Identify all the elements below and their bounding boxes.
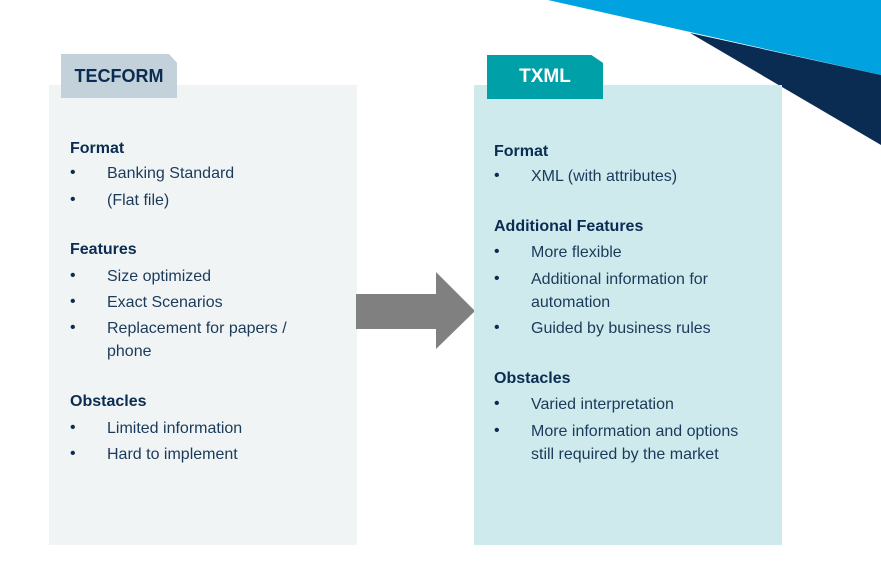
tecform-format-heading: Format [70, 140, 125, 157]
txml-features-heading: Additional Features [494, 218, 644, 235]
bullet-icon: • [70, 164, 76, 181]
tecform-title-tab: TECFORM [61, 54, 177, 98]
bullet-icon: • [70, 319, 76, 336]
txml-features-item: More flexible [531, 244, 622, 261]
tecform-features-item: Exact Scenarios [107, 294, 223, 311]
bullet-icon: • [494, 243, 500, 260]
corner-light-blue-shape [548, 0, 881, 75]
txml-features-item: Additional information for automation [531, 271, 708, 311]
tecform-format-item: (Flat file) [107, 192, 170, 209]
txml-panel [474, 85, 782, 545]
tecform-format-item: Banking Standard [107, 165, 235, 182]
corner-dark-navy-shape [690, 33, 881, 145]
txml-format-heading: Format [494, 143, 549, 160]
txml-title-tab: TXML [487, 55, 603, 99]
tecform-features-item: Size optimized [107, 268, 212, 285]
bullet-icon: • [70, 267, 76, 284]
txml-features-item: Guided by business rules [531, 320, 711, 337]
tecform-obstacles-heading: Obstacles [70, 393, 147, 410]
bullet-icon: • [70, 191, 76, 208]
txml-obstacles-heading: Obstacles [494, 370, 571, 387]
bullet-icon: • [494, 167, 500, 184]
right-arrow-icon [356, 272, 475, 349]
bullet-icon: • [70, 293, 76, 310]
tecform-features-item: Replacement for papers / phone [107, 320, 287, 360]
bullet-icon: • [494, 319, 500, 336]
txml-obstacles-item: More information and options still requi… [531, 423, 739, 463]
bullet-icon: • [70, 445, 76, 462]
txml-format-item: XML (with attributes) [531, 168, 678, 185]
tecform-features-heading: Features [70, 241, 137, 258]
bullet-icon: • [494, 422, 500, 439]
tecform-panel [49, 85, 357, 545]
bullet-icon: • [70, 419, 76, 436]
tecform-obstacles-item: Hard to implement [107, 446, 238, 463]
txml-obstacles-item: Varied interpretation [531, 396, 674, 413]
bullet-icon: • [494, 395, 500, 412]
bullet-icon: • [494, 270, 500, 287]
tecform-obstacles-item: Limited information [107, 420, 243, 437]
